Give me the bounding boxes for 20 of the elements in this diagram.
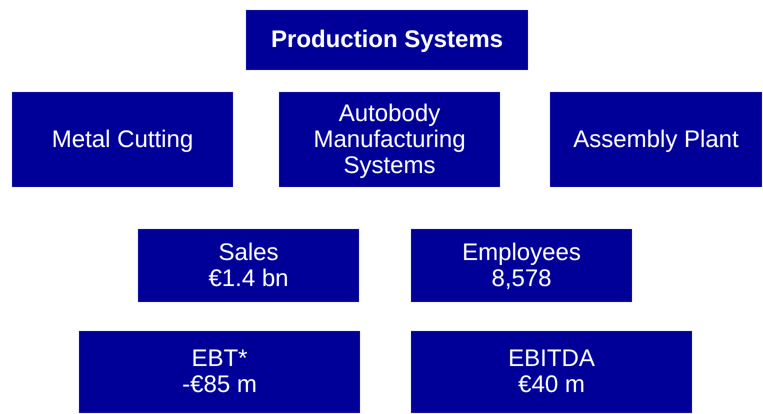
box-value: -€85 m <box>182 372 257 398</box>
box-value: €40 m <box>518 372 585 398</box>
segment-box <box>79 331 360 413</box>
box-heading: Sales <box>218 240 279 266</box>
box-heading: Assembly Plant <box>573 126 739 152</box>
box-heading: Metal Cutting <box>52 126 194 152</box>
segment-box <box>411 331 692 413</box>
segment-box <box>411 229 632 302</box>
box-heading: EBT* <box>191 346 248 372</box>
segment-box <box>138 229 359 302</box>
box-value: 8,578 <box>491 266 552 292</box>
segment-box <box>550 92 762 187</box>
box-value: €1.4 bn <box>208 266 289 292</box>
title-text: Production Systems <box>270 27 504 53</box>
segment-box <box>279 92 500 187</box>
box-heading: EBITDA <box>508 346 595 372</box>
segment-box <box>12 92 233 187</box>
box-heading: Employees <box>462 240 581 266</box>
box-heading: Autobody Manufacturing Systems <box>312 100 467 178</box>
segment-box <box>246 10 528 70</box>
